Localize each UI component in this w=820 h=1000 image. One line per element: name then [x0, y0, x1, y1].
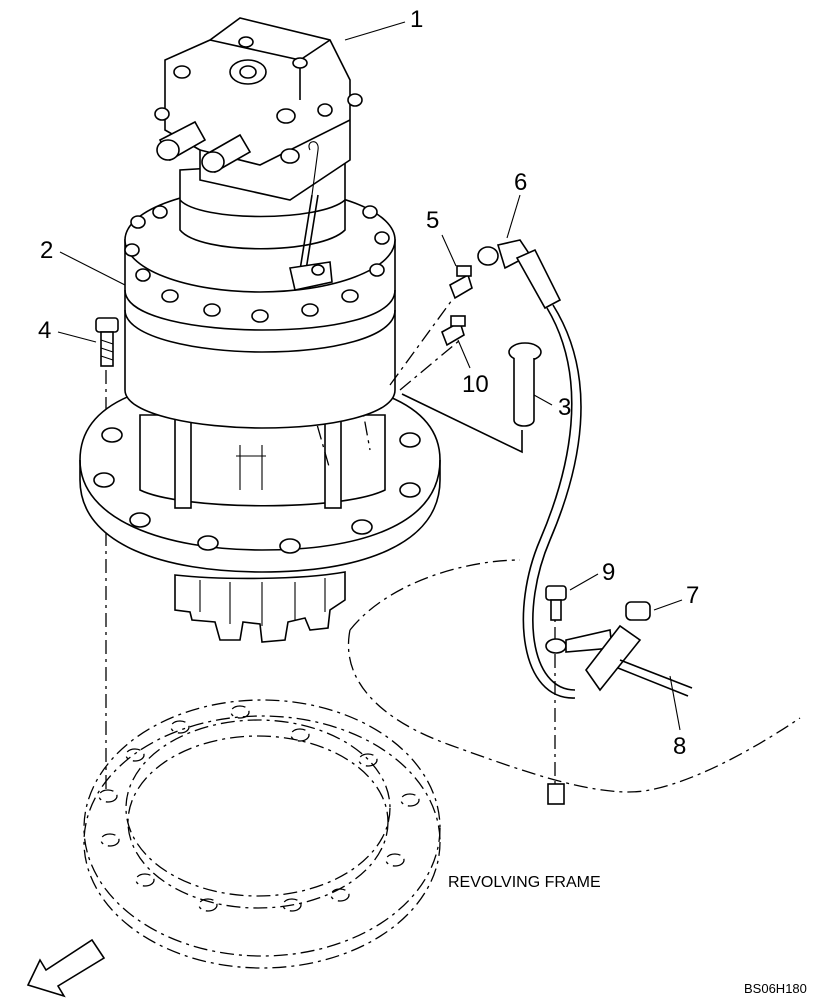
drain-hose: [477, 239, 582, 699]
valve-block: [154, 17, 363, 201]
hose-clamp-8: [545, 624, 693, 697]
mounting-bolt: [95, 317, 119, 367]
leader-lines: [57, 21, 683, 731]
cap-7: [625, 601, 651, 621]
revolving-frame-outline: [347, 559, 801, 793]
clamp-bolt-9: [545, 585, 567, 621]
callout-7: 7: [686, 582, 699, 609]
level-gauge-rod: [289, 141, 333, 291]
callout-3: 3: [558, 394, 571, 421]
hydraulic-port-fittings: [156, 120, 252, 174]
elbow-fitting-5: [449, 265, 473, 300]
fitting-5-link: [389, 299, 453, 386]
callout-4: 4: [38, 317, 51, 344]
callout-6: 6: [514, 169, 527, 196]
revolving-frame-caption: REVOLVING FRAME: [448, 874, 601, 891]
pin-3-link: [401, 393, 523, 454]
cylinder-bolts: [124, 205, 390, 323]
pinion-gear: [174, 571, 346, 643]
fitting-10-link: [399, 339, 461, 391]
frame-spacer: [547, 783, 565, 805]
frame-mounting-ring: [83, 699, 441, 969]
callout-2: 2: [40, 237, 53, 264]
motor-lower-housing: [139, 394, 386, 509]
dowel-pin: [508, 342, 542, 427]
front-direction-arrow-icon: [26, 938, 106, 998]
ring-bolt-holes: [98, 705, 420, 912]
callout-1: 1: [410, 6, 423, 33]
callout-8: 8: [673, 733, 686, 760]
callout-9: 9: [602, 559, 615, 586]
callout-10: 10: [462, 371, 489, 398]
callout-5: 5: [426, 207, 439, 234]
elbow-fitting-10: [441, 315, 466, 347]
drawing-reference-code: BS06H180: [744, 981, 807, 996]
swing-motor-assembly: [79, 17, 441, 643]
